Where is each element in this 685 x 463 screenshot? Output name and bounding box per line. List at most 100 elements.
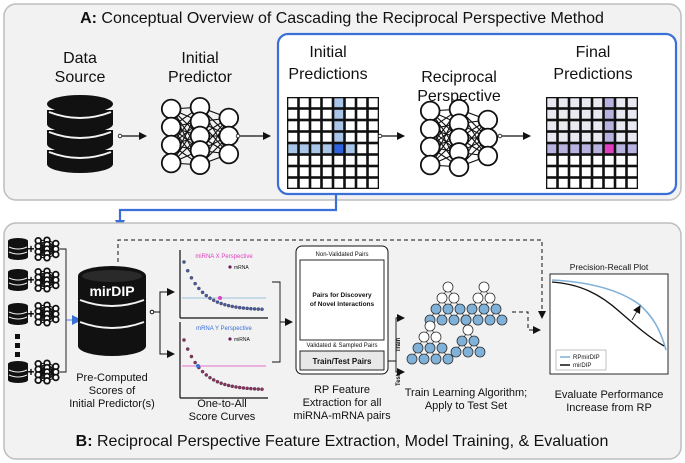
grid-cell [288,98,298,108]
grid-cell [547,178,557,188]
network-node [34,284,42,293]
network-node [52,281,60,290]
grid-cell [322,167,332,177]
grid-cell [604,98,614,108]
network-node [419,118,441,140]
grid-cell [311,121,321,131]
train-test-arrows: Train Test [388,314,405,386]
tree-node [436,292,448,304]
grid-cell [627,155,637,165]
tree-node [448,292,460,304]
grid-cell [604,155,614,165]
score-point [249,386,253,391]
tree-node [454,303,466,315]
grid-cell [593,109,603,119]
initial-predictor-label: Initial [181,50,218,67]
tree-node [490,303,502,315]
data-source-label-2: Source [55,69,106,86]
tree-node [460,314,472,326]
grid-cell [368,109,378,119]
score-point [200,290,205,295]
score-point [182,338,186,342]
rp-network-icon [419,98,499,178]
highlight-point [218,296,222,300]
grid-cell [311,132,321,142]
network-node [218,125,240,147]
grid-cell [593,144,603,154]
discovery-label: Pairs for Discovery [312,292,372,299]
grid-cell [357,167,367,177]
score-point [215,379,220,384]
grid-cell [593,121,603,131]
grid-cell [311,167,321,177]
grid-cell [581,98,591,108]
dashed-line-top [117,239,546,319]
score-point [234,305,238,309]
highlight-point [196,364,200,368]
grid-cell [558,144,568,154]
score-point [245,386,249,391]
grid-cell [357,98,367,108]
network-node [218,107,240,129]
pr-curve-mirdip [551,281,665,347]
tree-node [406,353,418,365]
grid-cell [334,144,344,154]
plus-icon: + [27,242,34,256]
grid-cell [345,167,355,177]
plus-icon: + [27,365,34,379]
grid-cell [616,109,626,119]
score-point [223,382,227,387]
initial-predictions-label-2: Predictions [288,66,367,83]
score-point [245,306,249,311]
pr-improvement-arrow [631,305,641,321]
score-point [249,306,253,311]
grid-cell [627,178,637,188]
network-node [448,156,470,178]
grid-cell [616,132,626,142]
initial-predictions-grid [287,97,379,189]
tree-node [442,281,454,293]
grid-cell [558,178,568,188]
grid-cell [570,121,580,131]
score-point [193,360,197,365]
grid-cell [558,155,568,165]
pr-legend-2: mirDIP [573,363,591,369]
network-node [160,116,182,138]
algo-label: Train Learning Algorithm; [405,387,528,399]
grid-cell [345,178,355,188]
tree-node [436,342,448,354]
grid-cell [368,144,378,154]
grid-cell [604,109,614,119]
grid-cell [288,167,298,177]
grid-cell [334,109,344,119]
grid-cell [334,155,344,165]
tree-node [442,303,454,315]
network-node [34,253,42,262]
tree-node [478,281,490,293]
grid-cell [616,167,626,177]
grid-cell [334,121,344,131]
network-node [477,145,499,167]
train-test-label: Train/Test Pairs [313,357,373,366]
ellipsis-dot [15,352,20,357]
score-point [189,276,194,280]
connector-arrow [115,194,338,230]
network-node [419,154,441,176]
grid-cell [311,98,321,108]
algo-label-2: Apply to Test Set [425,400,507,412]
grid-cell [581,109,591,119]
grid-cell [627,121,637,131]
grid-cell [627,98,637,108]
score-point [226,303,231,308]
network-node [477,127,499,149]
curves-label-2: Score Curves [189,411,256,423]
tree-node [478,303,490,315]
bracket-lines [60,248,82,373]
score-point [260,307,264,312]
score-curve-plot-2: mRNA Y Perspective miRNA [179,322,268,399]
grid-cell [616,98,626,108]
grid-cell [299,167,309,177]
grid-cell [547,121,557,131]
plot2-legend: miRNA [234,337,250,343]
grid-cell [345,144,355,154]
